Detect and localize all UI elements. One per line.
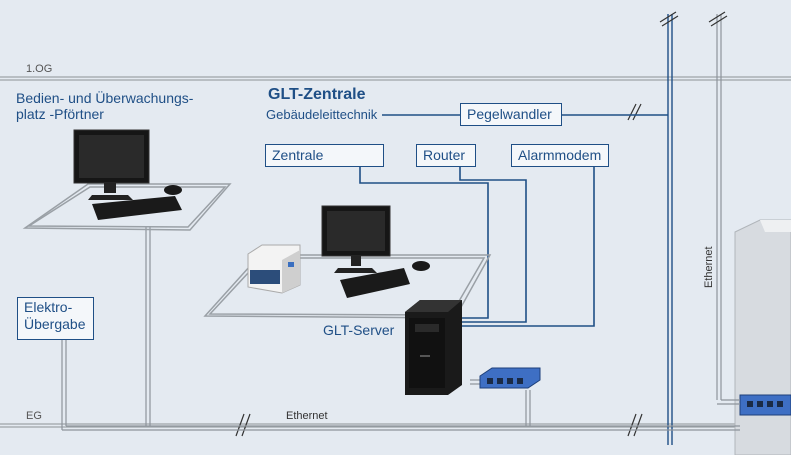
desk-platform-upper — [22, 183, 232, 231]
floor-line-1og — [0, 76, 791, 81]
printer — [247, 244, 301, 294]
glt-subtitle: Gebäudeleittechnik — [266, 107, 378, 122]
glt-title: GLT-Zentrale — [268, 86, 366, 103]
elektro-uebergabe-box: Elektro- Übergabe — [17, 297, 94, 340]
server-pc — [321, 205, 430, 298]
server-tower — [405, 300, 462, 395]
vertical-cable-blue — [667, 14, 673, 445]
server-label: GLT-Server — [323, 322, 395, 338]
elektro-line1: Elektro- — [24, 299, 73, 315]
floor-label-eg: EG — [26, 410, 42, 422]
operator-pc — [73, 129, 182, 220]
zentrale-box: Zentrale — [265, 144, 384, 167]
router-box: Router — [416, 144, 476, 167]
floor-line-eg — [0, 423, 791, 428]
break-marks — [235, 11, 728, 437]
pegelwandler-box: Pegelwandler — [460, 103, 562, 126]
network-switch — [479, 367, 541, 389]
workstation-label-line1: Bedien- und Überwachungs- — [16, 90, 194, 106]
elektro-line2: Übergabe — [24, 316, 86, 332]
alarmmodem-box: Alarmmodem — [511, 144, 609, 167]
desk-platform-server — [203, 254, 492, 319]
workstation-label-line2: platz -Pförtner — [16, 106, 104, 122]
vertical-cable-grey — [716, 14, 740, 405]
ethernet-label-horizontal: Ethernet — [286, 410, 328, 422]
floor-label-1og: 1.OG — [26, 63, 53, 75]
glt-links — [359, 114, 668, 327]
ground-ethernet-cable — [61, 226, 740, 431]
cabinet-right — [734, 219, 791, 455]
ethernet-label-vertical: Ethernet — [703, 246, 715, 288]
